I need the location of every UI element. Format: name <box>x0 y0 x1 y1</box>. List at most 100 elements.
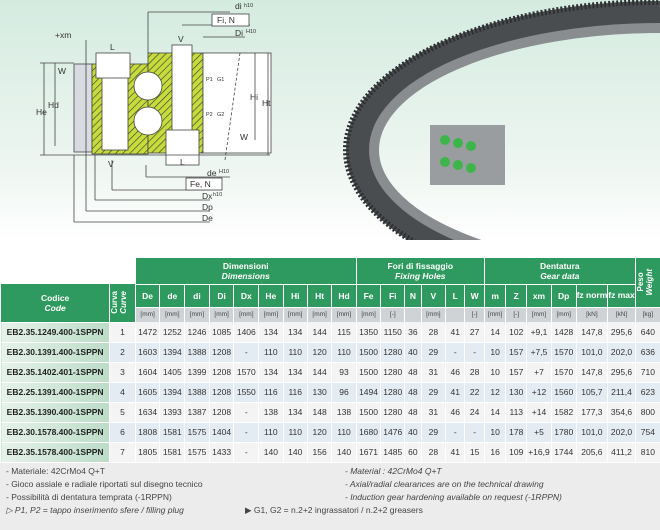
table-cell: 295,6 <box>607 362 636 383</box>
table-cell: 1085 <box>208 322 234 343</box>
table-cell: 1570 <box>550 342 577 363</box>
table-cell: 31 <box>420 402 446 423</box>
table-cell: 29 <box>420 342 446 363</box>
table-cell: 134 <box>258 362 284 383</box>
table-cell: 40 <box>404 342 422 363</box>
column-header: Hd <box>331 284 357 308</box>
table-cell: 1350 <box>355 322 381 343</box>
note-greasers-text: G1, G2 = n.2+2 ingrassatori / n.2+2 grea… <box>253 505 423 515</box>
table-cell: 130 <box>505 382 527 403</box>
label-L-top: L <box>110 42 115 52</box>
table-cell: 1500 <box>355 362 381 383</box>
column-header: Dp <box>550 284 577 308</box>
technical-drawing: di h10 Fi, N Di H10 +xm L V W W He Hd Hi… <box>36 1 272 223</box>
label-G1: G1 <box>217 77 224 83</box>
table-cell: 1550 <box>233 382 259 403</box>
unit-cell: [mm] <box>550 307 577 322</box>
table-cell: 134 <box>258 322 284 343</box>
unit-cell: [mm] <box>159 307 185 322</box>
table-cell: 36 <box>404 322 422 343</box>
product-illustration-area: di h10 Fi, N Di H10 +xm L V W W He Hd Hi… <box>0 0 660 240</box>
table-cell: 130 <box>306 382 332 403</box>
table-cell: 1280 <box>380 362 405 383</box>
filled-triangle-icon: ▶ <box>245 505 252 515</box>
table-cell: 1494 <box>355 382 381 403</box>
table-cell: 16 <box>483 442 506 463</box>
unit-cell: [-] <box>505 307 527 322</box>
table-cell: 1560 <box>550 382 577 403</box>
unit-cell: [mm] <box>355 307 381 322</box>
table-cell: 120 <box>306 422 332 443</box>
table-cell: 1582 <box>550 402 577 423</box>
table-cell: 101,0 <box>575 342 608 363</box>
table-cell: 1428 <box>550 322 577 343</box>
table-cell: 1433 <box>208 442 234 463</box>
label-G2: G2 <box>217 112 224 118</box>
column-header: Di <box>208 284 234 308</box>
column-header: Fi <box>380 284 405 308</box>
table-cell: 1404 <box>208 422 234 443</box>
table-cell: +9,1 <box>526 322 552 343</box>
table-cell: 623 <box>634 382 660 403</box>
table-cell: 1575 <box>184 442 210 463</box>
table-cell: 1 <box>109 322 136 343</box>
column-header: He <box>258 284 284 308</box>
note-filling-plug-text: P1, P2 = tappo inserimento sfere / filli… <box>14 505 184 515</box>
label-Hi: Hi <box>250 92 258 102</box>
table-cell: 28 <box>420 322 446 343</box>
table-cell: 31 <box>420 362 446 383</box>
note-material-en: - Material : 42CrMo4 Q+T <box>345 466 442 476</box>
table-cell: 211,4 <box>607 382 636 403</box>
note-clearance-en: - Axial/radial clearances are on the tec… <box>345 479 544 489</box>
column-header: m <box>483 284 506 308</box>
table-cell: 105,7 <box>575 382 608 403</box>
table-cell: 14 <box>483 322 506 343</box>
label-de-tol: H10 <box>219 169 229 175</box>
unit-cell: [mm] <box>282 307 308 322</box>
label-De: De <box>202 213 213 223</box>
table-cell: - <box>233 342 259 363</box>
table-cell: - <box>445 422 465 443</box>
table-cell: 29 <box>420 382 446 403</box>
table-cell: 1252 <box>159 322 185 343</box>
table-cell: +5 <box>526 422 552 443</box>
table-cell: 14 <box>483 402 506 423</box>
table-cell: 134 <box>282 322 308 343</box>
note-greasers: ▶ G1, G2 = n.2+2 ingrassatori / n.2+2 gr… <box>245 505 423 516</box>
table-cell: 10 <box>483 362 506 383</box>
table-cell: 810 <box>634 442 660 463</box>
label-di-tol: h10 <box>244 3 253 9</box>
table-cell: 116 <box>258 382 284 403</box>
table-cell: 754 <box>634 422 660 443</box>
label-V-bottom: V <box>108 159 114 169</box>
note-filling-plug: ▷ P1, P2 = tappo inserimento sfere / fil… <box>6 505 184 516</box>
unit-cell: [kN] <box>575 307 608 322</box>
product-code-cell: EB2.35.1578.400-1SPPN <box>0 442 110 463</box>
table-cell: 1581 <box>159 422 185 443</box>
label-Hd: Hd <box>48 100 59 110</box>
unit-cell <box>404 307 422 322</box>
table-cell: 295,6 <box>607 322 636 343</box>
table-cell: 27 <box>464 322 485 343</box>
table-cell: 96 <box>331 382 357 403</box>
table-cell: 40 <box>404 422 422 443</box>
column-header: V <box>420 284 446 308</box>
unit-cell: [mm] <box>331 307 357 322</box>
table-cell: 144 <box>306 362 332 383</box>
table-cell: 138 <box>258 402 284 423</box>
table-cell: 46 <box>445 402 465 423</box>
table-cell: 1575 <box>184 422 210 443</box>
unit-cell: [mm] <box>134 307 160 322</box>
table-cell: 1671 <box>355 442 381 463</box>
column-header: di <box>184 284 210 308</box>
table-cell: 1208 <box>208 362 234 383</box>
column-header: De <box>134 284 160 308</box>
table-cell: 109 <box>505 442 527 463</box>
note-hardening-en: - Induction gear hardening available on … <box>345 492 562 502</box>
table-cell: 1280 <box>380 402 405 423</box>
